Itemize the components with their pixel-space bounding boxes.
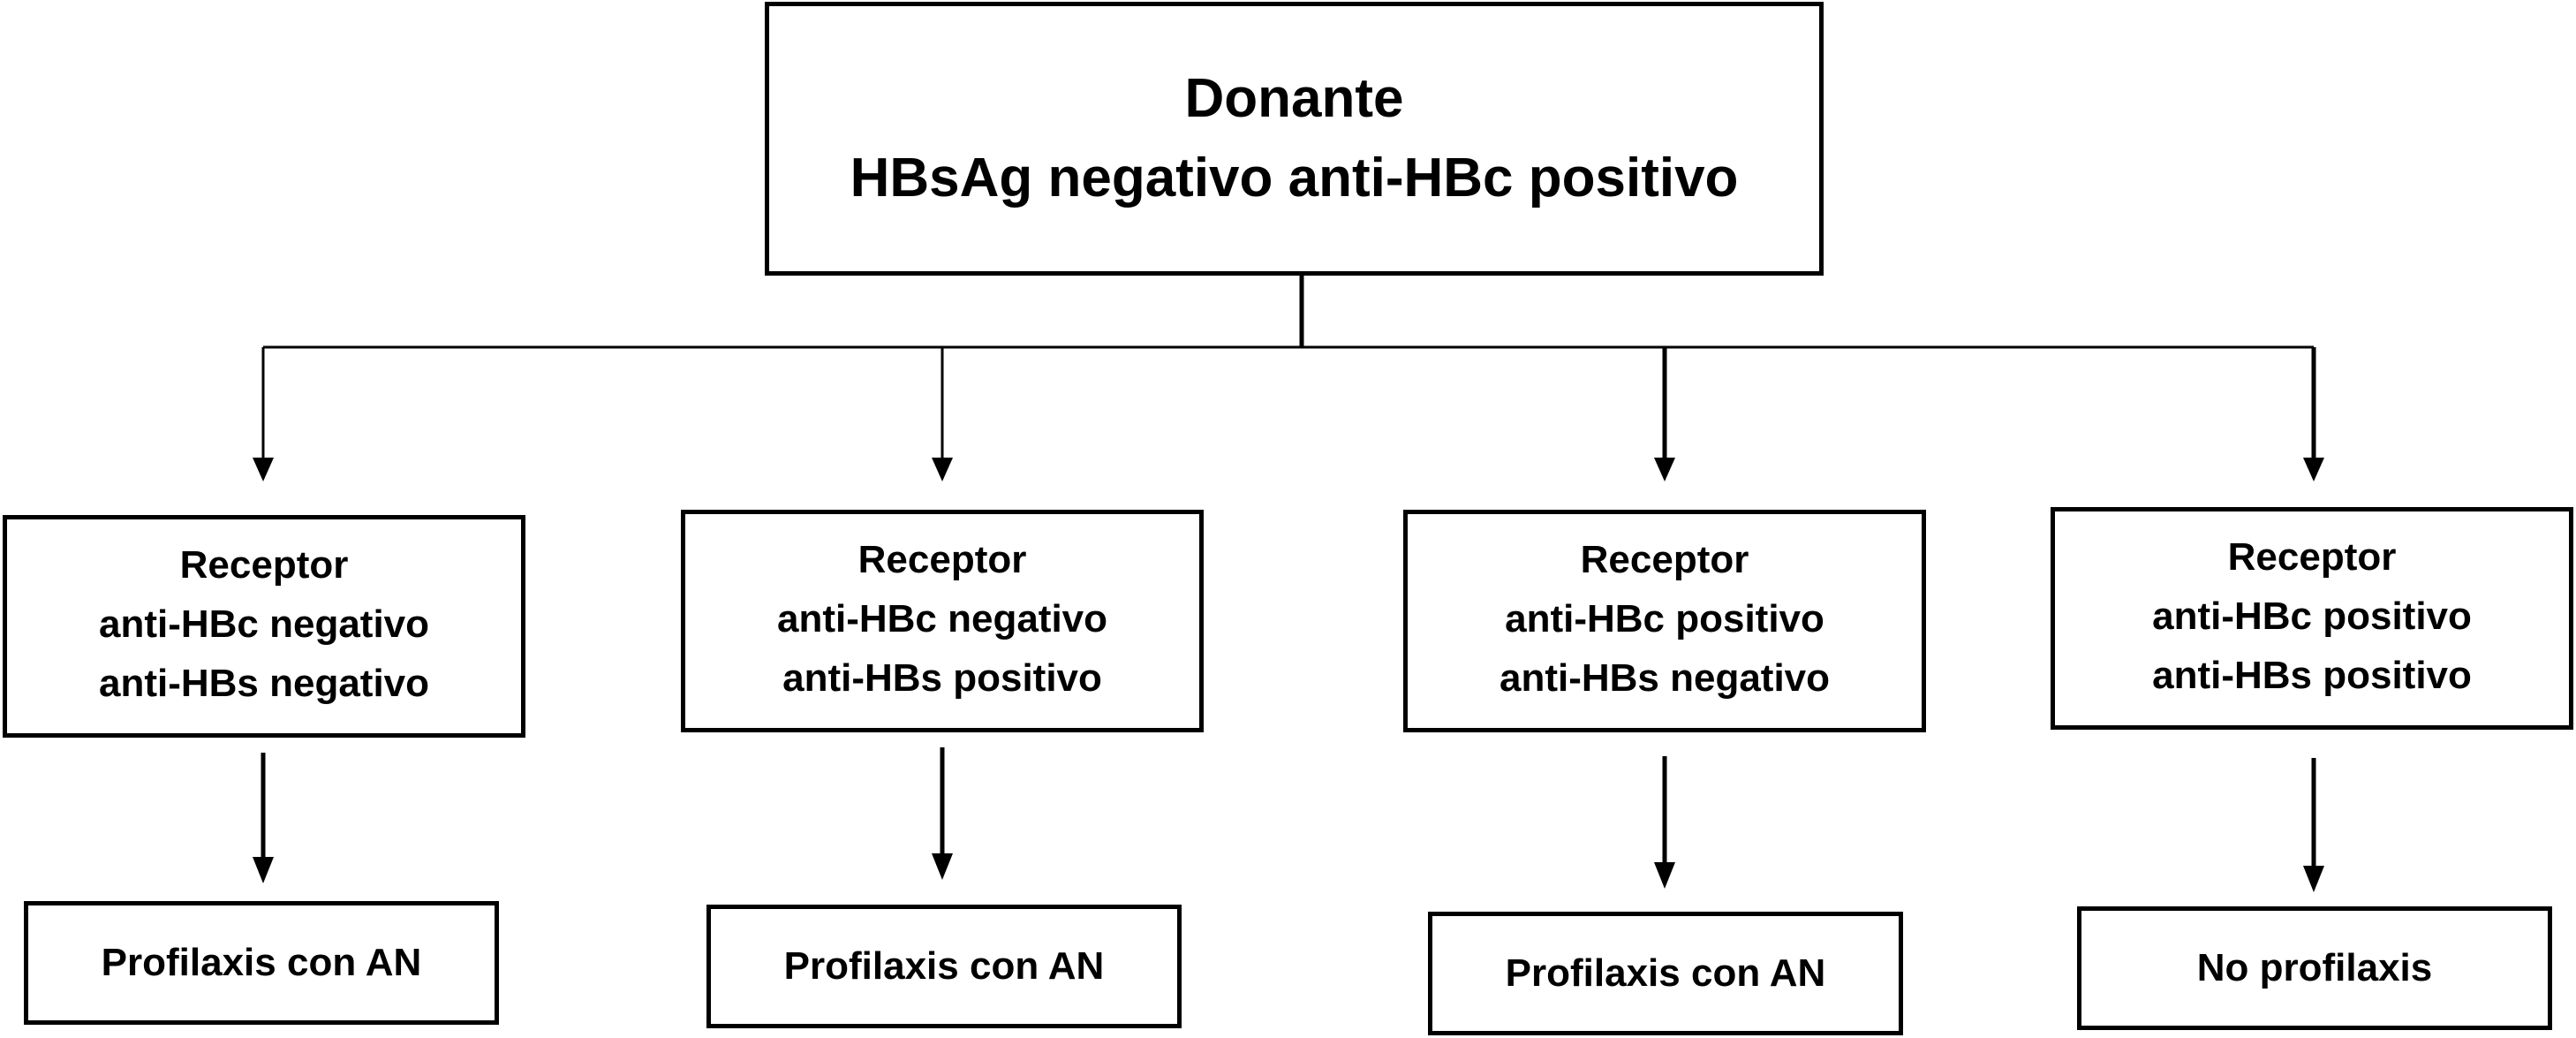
branch-connector: [263, 276, 2314, 349]
recipient-box-3: Receptor anti-HBc positivo anti-HBs nega…: [1403, 510, 1926, 732]
recipient-box-2: Receptor anti-HBc negativo anti-HBs posi…: [681, 510, 1204, 732]
outcome-box-4: No profilaxis: [2077, 906, 2552, 1030]
recipient-title: Receptor: [857, 537, 1027, 581]
outcome-arrowhead-4: [2303, 866, 2324, 892]
recipient-anti-hbs: anti-HBs negativo: [1499, 655, 1831, 700]
recipient-anti-hbs: anti-HBs negativo: [98, 661, 430, 705]
outcome-label: No profilaxis: [2196, 946, 2433, 989]
recipient-anti-hbc: anti-HBc positivo: [1505, 596, 1824, 640]
donor-box: Donante HBsAg negativo anti-HBc positivo: [765, 2, 1824, 276]
recipient-anti-hbc: anti-HBc negativo: [776, 596, 1108, 640]
outcome-label: Profilaxis con AN: [101, 941, 422, 984]
outcome-box-3: Profilaxis con AN: [1428, 912, 1903, 1035]
recipient-box-1: Receptor anti-HBc negativo anti-HBs nega…: [3, 515, 525, 738]
outcome-arrows: [253, 747, 2324, 892]
recipient-title: Receptor: [179, 542, 349, 587]
donor-serology: HBsAg negativo anti-HBc positivo: [850, 148, 1739, 208]
recipient-title: Receptor: [2227, 534, 2397, 579]
recipient-title: Receptor: [1580, 537, 1749, 581]
recipient-box-4: Receptor anti-HBc positivo anti-HBs posi…: [2051, 507, 2573, 730]
outcome-box-2: Profilaxis con AN: [706, 905, 1182, 1028]
outcome-box-1: Profilaxis con AN: [24, 901, 499, 1025]
recipient-anti-hbc: anti-HBc negativo: [98, 602, 430, 646]
recipient-anti-hbs: anti-HBs positivo: [782, 655, 1102, 700]
outcome-arrowhead-2: [932, 853, 953, 880]
outcome-arrowhead-1: [253, 857, 274, 883]
outcome-label: Profilaxis con AN: [783, 944, 1105, 988]
donor-title: Donante: [1184, 68, 1404, 129]
recipient-anti-hbc: anti-HBc positivo: [2152, 594, 2472, 638]
outcome-arrowhead-3: [1654, 862, 1675, 889]
branch-arrows: [253, 347, 2324, 481]
branch-arrowhead-1: [253, 458, 274, 481]
branch-arrowhead-3: [1654, 458, 1675, 481]
branch-arrowhead-4: [2303, 458, 2324, 481]
outcome-label: Profilaxis con AN: [1505, 951, 1826, 995]
branch-arrowhead-2: [932, 458, 953, 481]
recipient-anti-hbs: anti-HBs positivo: [2152, 653, 2472, 697]
